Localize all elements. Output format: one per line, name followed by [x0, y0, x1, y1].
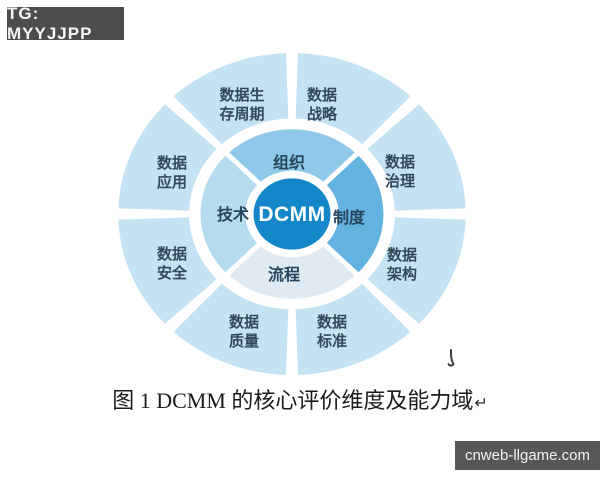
segment-data-standards	[295, 283, 411, 375]
outer-label-data-application-l1: 数据	[157, 154, 187, 172]
outer-label-data-architecture-l2: 架构	[386, 265, 417, 283]
figure-caption: 图 1 DCMM 的核心评价维度及能力域↵	[0, 386, 600, 419]
outer-label-data-security-l2: 安全	[157, 264, 188, 282]
segment-data-security	[118, 217, 217, 324]
segment-data-governance	[367, 104, 466, 211]
text-cursor-mark	[447, 349, 455, 367]
outer-label-data-standards-l1: 数据	[317, 313, 347, 331]
segment-data-architecture	[367, 217, 466, 324]
segment-data-lifecycle	[173, 53, 289, 145]
segment-data-application	[118, 104, 217, 211]
outer-label-data-quality-l2: 质量	[229, 332, 259, 350]
inner-label-technology: 技术	[217, 205, 249, 224]
inner-label-organization: 组织	[273, 153, 305, 172]
outer-label-data-security-l1: 数据	[157, 245, 187, 263]
outer-label-data-architecture-l1: 数据	[387, 246, 417, 264]
diagram-labels: DCMM 组织 制度 流程 技术 数据 战略 数据 治理 数据 架构 数据 标准…	[157, 86, 417, 350]
segment-data-strategy	[295, 53, 411, 145]
outer-label-data-lifecycle-l2: 存周期	[219, 105, 264, 123]
outer-label-data-application-l2: 应用	[157, 173, 187, 191]
segment-data-quality	[173, 283, 289, 375]
outer-label-data-standards-l2: 标准	[316, 332, 347, 350]
inner-label-institution: 制度	[333, 208, 366, 227]
outer-label-data-quality-l1: 数据	[229, 313, 259, 331]
tg-watermark-badge: TG: MYYJJPP	[7, 4, 124, 43]
figure-caption-text: 图 1 DCMM 的核心评价维度及能力域	[112, 388, 474, 413]
inner-label-process: 流程	[268, 265, 300, 284]
site-watermark-badge: cnweb-llgame.com	[455, 441, 600, 470]
diagram-shapes	[118, 53, 466, 375]
center-label: DCMM	[258, 203, 325, 226]
paragraph-mark: ↵	[474, 395, 488, 412]
outer-label-data-strategy-l1: 数据	[307, 86, 337, 104]
outer-label-data-governance-l2: 治理	[385, 172, 415, 190]
center-circle	[253, 178, 331, 250]
outer-label-data-strategy-l2: 战略	[307, 105, 338, 123]
outer-label-data-lifecycle-l1: 数据生	[219, 86, 264, 104]
outer-label-data-governance-l1: 数据	[385, 153, 415, 171]
